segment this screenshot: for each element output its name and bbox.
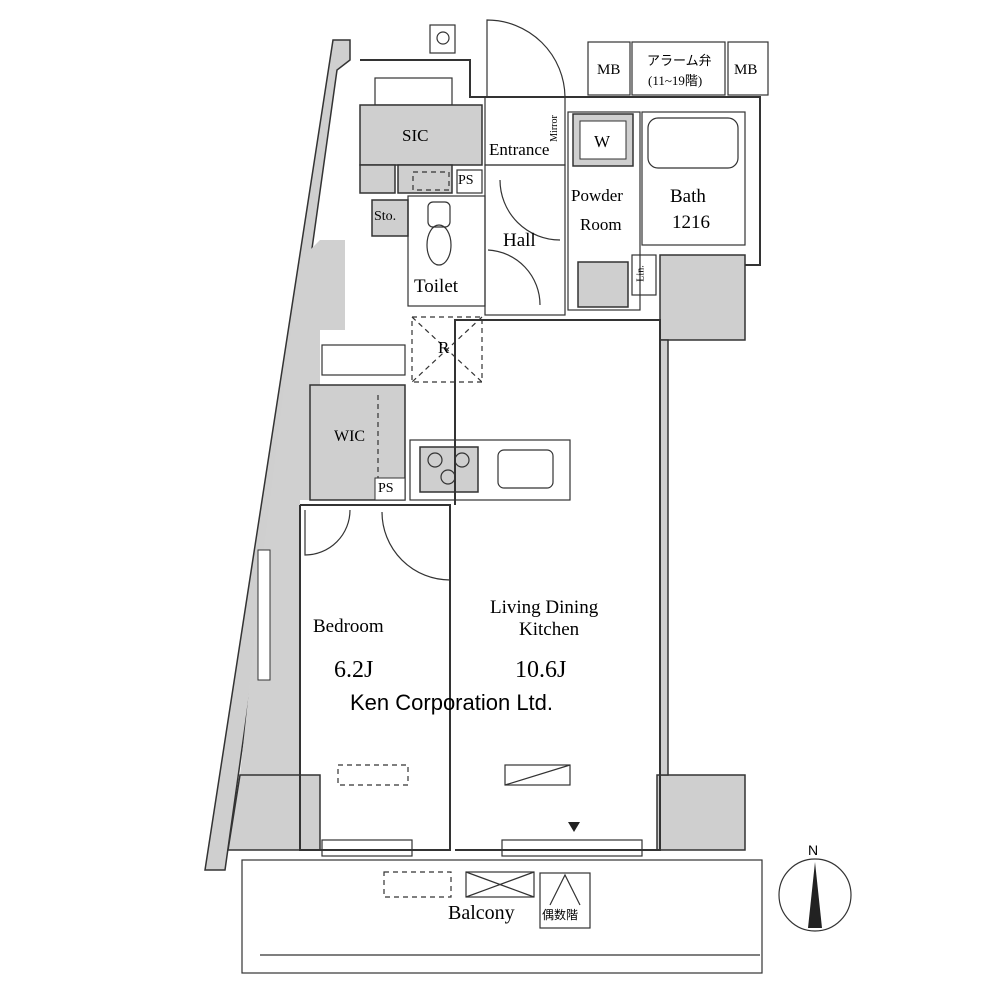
hall-door[interactable] (499, 179, 561, 241)
label-ps-wic: PS (378, 481, 394, 496)
linen-box (631, 254, 657, 296)
entrance-door[interactable] (486, 19, 566, 98)
bedroom-window[interactable] (321, 839, 413, 857)
ps-wic-box (374, 477, 406, 501)
mb-left-box (587, 41, 631, 96)
refrigerator-space (411, 316, 483, 383)
sic-area (359, 104, 483, 166)
powder-room (567, 111, 641, 311)
bath-room (641, 111, 746, 246)
label-bath-size: 1216 (672, 212, 710, 233)
meter-icon (436, 31, 450, 45)
column-top (429, 24, 456, 54)
label-washer: W (594, 132, 611, 151)
outdoor-unit (465, 871, 535, 898)
entry-marker-icon (568, 822, 580, 832)
washer-inner (579, 120, 627, 160)
label-hall: Hall (503, 230, 536, 251)
label-bedroom-size: 6.2J (334, 657, 374, 683)
vanity (577, 261, 629, 308)
top-wall (360, 59, 761, 266)
label-ldk-size: 10.6J (515, 657, 567, 683)
sic-cabinet-2 (397, 164, 453, 194)
label-alarm-valve-2: (11~19階) (648, 73, 703, 88)
label-wic: WIC (334, 428, 366, 445)
label-toilet: Toilet (414, 276, 459, 297)
column-right-top (659, 254, 746, 341)
bedroom-walls (299, 504, 451, 851)
label-ldk-1: Living Dining (490, 597, 599, 618)
compass (778, 858, 852, 932)
bedroom-door[interactable] (304, 509, 351, 556)
toilet-door[interactable] (487, 249, 541, 306)
label-entrance: Entrance (489, 140, 550, 159)
balcony-area (241, 859, 763, 974)
hall-area (484, 164, 566, 316)
compass-north-label: N (808, 842, 819, 858)
ldk-window[interactable] (501, 839, 643, 857)
storage-box (371, 199, 409, 237)
evacuation-hatch (539, 872, 591, 929)
label-powder-room-2: Room (580, 215, 622, 234)
wic-shelf (321, 344, 406, 376)
mb-right-box (727, 41, 769, 96)
label-ldk-2: Kitchen (519, 619, 580, 640)
label-bedroom: Bedroom (313, 616, 384, 637)
label-refrigerator: R (438, 338, 450, 357)
sic-dashed (412, 171, 450, 191)
column-right-bottom (656, 774, 746, 851)
kitchen-counter (409, 439, 571, 501)
sink (497, 449, 554, 489)
label-alarm-valve-1: アラーム弁 (647, 53, 712, 68)
label-even-floor: 偶数階 (542, 908, 579, 922)
label-mb-left: MB (597, 62, 621, 78)
label-mb-right: MB (734, 62, 758, 78)
label-mirror: Mirror (548, 115, 560, 142)
toilet-tank (427, 201, 451, 228)
toilet-bowl (426, 224, 452, 266)
outdoor-unit-dashed (383, 871, 452, 898)
label-linen: Lin. (635, 265, 647, 282)
label-balcony: Balcony (448, 902, 515, 924)
alarm-valve-box (631, 41, 726, 96)
ldk-door[interactable] (381, 510, 451, 581)
ldk-ac (504, 764, 571, 786)
label-storage: Sto. (374, 209, 397, 224)
label-powder-room-1: Powder (571, 186, 623, 205)
watermark: Ken Corporation Ltd. (350, 690, 554, 715)
window-left (257, 549, 271, 681)
north-arrow-icon (808, 862, 822, 928)
label-sic: SIC (402, 126, 429, 145)
label-ps-top: PS (458, 173, 474, 188)
burner-icon (427, 452, 443, 468)
bathtub (647, 117, 739, 169)
ldk-walls (454, 319, 661, 851)
sic-cabinet-1 (359, 164, 396, 194)
label-bath: Bath (670, 186, 706, 207)
ps-top-box (456, 169, 483, 194)
